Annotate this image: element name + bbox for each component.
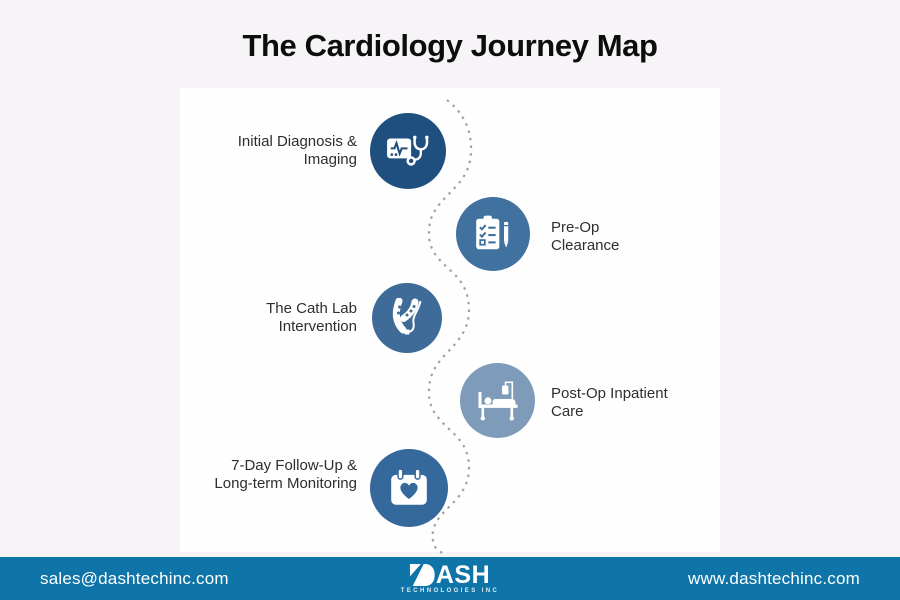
ekg-monitor-stethoscope-icon	[387, 135, 429, 166]
step-label-initial-diagnosis: Initial Diagnosis & Imaging	[237, 133, 357, 169]
step-circle-pre-op-clearance	[456, 197, 530, 271]
dash-logo-text: ASH	[435, 560, 491, 589]
content-panel	[180, 88, 720, 552]
step-circle-post-op-care	[460, 363, 535, 438]
footer-website: www.dashtechinc.com	[688, 568, 860, 588]
step-circle-cath-lab	[372, 283, 442, 353]
step-label-pre-op-clearance: Pre-Op Clearance	[551, 219, 620, 255]
step-label-cath-lab: The Cath Lab Intervention	[266, 300, 357, 336]
step-circle-follow-up	[370, 449, 448, 527]
dash-logo: ASH TECHNOLOGIES INC	[400, 560, 500, 594]
hospital-bed-icon	[478, 381, 517, 420]
dash-logo-subtitle: TECHNOLOGIES INC	[400, 587, 500, 594]
step-label-follow-up: 7-Day Follow-Up & Long-term Monitoring	[214, 457, 357, 493]
dash-logo-wordmark: ASH	[401, 560, 499, 589]
footer-bar: sales@dashtechinc.com ASH TECHNOLOGIES I…	[0, 557, 900, 600]
step-circle-initial-diagnosis	[370, 113, 446, 189]
step-label-post-op-care: Post-Op Inpatient Care	[551, 385, 668, 421]
footer-email: sales@dashtechinc.com	[40, 568, 229, 588]
artery-catheter-icon	[392, 298, 422, 335]
clipboard-checklist-icon	[476, 215, 509, 250]
page-title: The Cardiology Journey Map	[242, 28, 658, 63]
journey-path	[427, 99, 473, 556]
calendar-heart-icon	[391, 468, 427, 505]
dash-logo-d-icon	[409, 563, 435, 586]
